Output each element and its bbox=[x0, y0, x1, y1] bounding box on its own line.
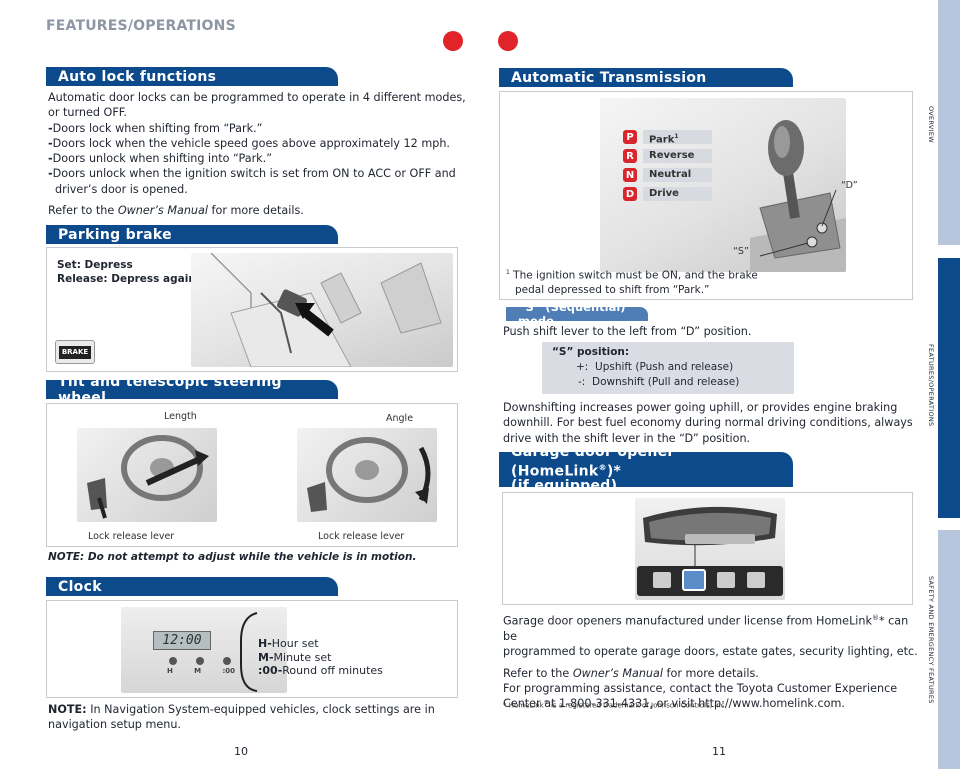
sidebar-tab-safety[interactable] bbox=[938, 530, 960, 769]
auto-lock-section: Automatic door locks can be programmed t… bbox=[48, 90, 468, 218]
sidebar-tab-overview[interactable] bbox=[938, 0, 960, 245]
lock-release-lever-left: Lock release lever bbox=[88, 531, 175, 542]
round-button-label: :00 bbox=[222, 667, 235, 675]
transmission-footnote: 1 The ignition switch must be ON, and th… bbox=[506, 269, 758, 296]
s-position-box: “S” position: +: Upshift (Push and relea… bbox=[542, 342, 794, 394]
steering-box: Length Angle Lock release lever Lock rel… bbox=[46, 403, 458, 547]
gear-row-park: P Park1 bbox=[623, 130, 712, 145]
auto-lock-item: -Doors unlock when shifting into “Park.” bbox=[48, 152, 273, 166]
brake-pedal-label: BRAKE bbox=[59, 345, 91, 359]
sidebar-label-features: FEATURES/OPERATIONS bbox=[927, 344, 935, 427]
s-mode-banner: “S” (Sequential) mode bbox=[506, 300, 648, 328]
auto-lock-banner: Auto lock functions bbox=[46, 67, 338, 86]
shift-lever-photo bbox=[600, 98, 846, 272]
sidebar-label-overview: OVERVIEW bbox=[927, 106, 935, 144]
page-header-title: FEATURES/OPERATIONS bbox=[46, 18, 236, 34]
parking-brake-set: Set: Depress bbox=[57, 259, 133, 271]
steering-angle-photo bbox=[297, 428, 437, 522]
s-mode-paragraph: Downshifting increases power going uphil… bbox=[503, 401, 913, 445]
s-mode-push-text: Push shift lever to the left from “D” po… bbox=[503, 325, 752, 338]
lock-release-lever-right: Lock release lever bbox=[318, 531, 405, 542]
gear-list: P Park1 R Reverse N Neutral D Drive bbox=[623, 130, 712, 201]
red-dot-marker bbox=[443, 31, 463, 51]
homelink-text: Garage door openers manufactured under l… bbox=[503, 614, 918, 711]
steering-length-photo bbox=[77, 428, 217, 522]
parking-brake-release: Release: Depress again bbox=[57, 273, 196, 285]
gear-row-drive: D Drive bbox=[623, 187, 712, 201]
clock-display: 12:00 bbox=[153, 631, 211, 650]
transmission-box: P Park1 R Reverse N Neutral D Drive “D” … bbox=[499, 91, 913, 300]
parking-brake-illustration bbox=[210, 253, 442, 367]
clock-note: NOTE: In Navigation System-equipped vehi… bbox=[48, 703, 435, 732]
clock-photo: 12:00 H M :00 bbox=[121, 607, 287, 693]
minute-button-label: M bbox=[194, 667, 202, 675]
length-label: Length bbox=[164, 411, 197, 422]
homelink-banner: Garage door opener (HomeLink®)* (if equi… bbox=[499, 444, 793, 494]
upshift-row: +: Upshift (Push and release) bbox=[576, 361, 734, 373]
homelink-box bbox=[502, 492, 913, 605]
hour-button-label: H bbox=[167, 667, 173, 675]
page-number-left: 10 bbox=[234, 745, 248, 758]
auto-lock-refer: Refer to the Owner’s Manual for more det… bbox=[48, 204, 304, 218]
angle-label: Angle bbox=[386, 413, 414, 424]
clock-banner: Clock bbox=[46, 577, 338, 596]
steering-banner: Tilt and telescopic steering wheel bbox=[46, 374, 338, 406]
brake-pedal-inset: BRAKE bbox=[55, 340, 95, 364]
red-dot-marker bbox=[498, 31, 518, 51]
round-off-button[interactable] bbox=[223, 657, 231, 665]
hour-button[interactable] bbox=[169, 657, 177, 665]
minute-button[interactable] bbox=[196, 657, 204, 665]
steering-note: NOTE: Do not attempt to adjust while the… bbox=[48, 551, 417, 563]
parking-brake-banner: Parking brake bbox=[46, 225, 338, 244]
gear-row-neutral: N Neutral bbox=[623, 168, 712, 182]
gear-row-reverse: R Reverse bbox=[623, 149, 712, 163]
auto-lock-item: -Doors lock when the vehicle speed goes … bbox=[48, 136, 450, 150]
auto-lock-intro: Automatic door locks can be programmed t… bbox=[48, 91, 466, 104]
clock-callout-bracket bbox=[240, 612, 258, 692]
transmission-banner: Automatic Transmission bbox=[499, 68, 793, 87]
downshift-row: -: Downshift (Pull and release) bbox=[578, 376, 740, 388]
parking-brake-box: Set: Depress Release: Depress again BRAK… bbox=[46, 247, 458, 372]
d-position-callout: “D” bbox=[841, 180, 858, 191]
s-position-callout: “S” bbox=[733, 246, 749, 257]
rearview-mirror-photo bbox=[635, 498, 785, 600]
sidebar-tab-features[interactable] bbox=[938, 258, 960, 518]
clock-box: 12:00 H M :00 H-Hour set M-Minute set :0… bbox=[46, 600, 458, 698]
clock-legend: H-Hour set M-Minute set :00-Round off mi… bbox=[258, 637, 383, 677]
sidebar-label-safety: SAFETY AND EMERGENCY FEATURES bbox=[927, 576, 935, 704]
parking-brake-photo bbox=[191, 253, 453, 367]
auto-lock-item: -Doors unlock when the ignition switch i… bbox=[48, 167, 456, 181]
page-number-right: 11 bbox=[712, 745, 726, 758]
auto-lock-item: -Doors lock when shifting from “Park.” bbox=[48, 121, 263, 135]
homelink-footnote: * HomeLink® is a registered trademark of… bbox=[503, 700, 727, 710]
